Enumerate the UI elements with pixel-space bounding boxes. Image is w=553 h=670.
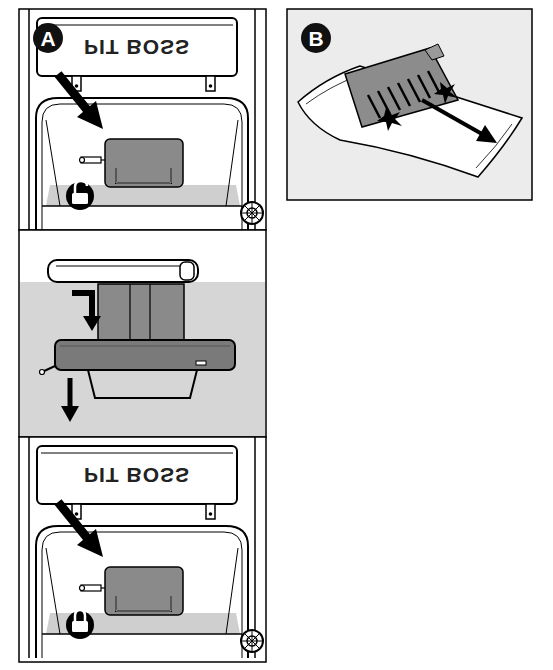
drawing-circle bbox=[40, 370, 45, 375]
drawing-line bbox=[418, 75, 430, 98]
drawing-line bbox=[408, 79, 420, 102]
drawing-use bbox=[29, 437, 263, 658]
drawing-rect bbox=[196, 361, 206, 365]
callout-letter: A bbox=[40, 28, 55, 49]
drawing-polygon bbox=[425, 44, 444, 60]
drawing-circle bbox=[66, 611, 94, 639]
drawing-path bbox=[72, 293, 92, 318]
drawing-rect bbox=[48, 260, 198, 282]
drawing-rect bbox=[180, 262, 194, 280]
drawing-rect bbox=[98, 284, 184, 344]
drawing-line bbox=[388, 87, 400, 110]
drawing-rect bbox=[19, 230, 266, 437]
drawing-rect bbox=[287, 9, 532, 200]
drawing-g bbox=[29, 437, 263, 658]
drawing-line bbox=[428, 71, 440, 94]
drawing-line bbox=[422, 100, 482, 134]
drawing-polygon bbox=[377, 108, 402, 131]
callout-circle: A bbox=[33, 23, 63, 53]
drawing-line bbox=[56, 266, 190, 267]
drawing-path bbox=[75, 610, 85, 622]
drawing-path bbox=[476, 124, 512, 168]
drawing-polygon bbox=[434, 82, 458, 104]
drawing-rect bbox=[19, 9, 266, 230]
drawing-circle bbox=[66, 182, 94, 210]
logo-text: PIT BOSS bbox=[84, 37, 190, 58]
callout-letter: B bbox=[308, 28, 323, 49]
drawing-polygon bbox=[83, 316, 101, 331]
drawing-rect bbox=[55, 340, 235, 370]
drawing-rect bbox=[19, 437, 266, 662]
drawing-path bbox=[298, 66, 522, 177]
drawing-line bbox=[149, 284, 150, 344]
drawing-line bbox=[398, 83, 410, 106]
drawing-path bbox=[88, 370, 197, 398]
drawing-polygon bbox=[345, 48, 458, 127]
callout-circle: B bbox=[301, 23, 331, 53]
logo-text: PIT BOSS bbox=[84, 465, 190, 486]
drawing-use bbox=[29, 9, 263, 230]
drawing-rect bbox=[72, 621, 88, 632]
drawing-line bbox=[68, 378, 73, 408]
drawing-path bbox=[75, 181, 87, 193]
drawing-line bbox=[60, 346, 230, 347]
drawing-polygon bbox=[476, 125, 497, 143]
drawing-rect bbox=[72, 193, 88, 204]
drawing-g bbox=[368, 71, 440, 118]
drawing-line bbox=[129, 284, 130, 344]
drawing-rect bbox=[20, 282, 265, 436]
drawing-line bbox=[378, 91, 390, 114]
drawing-line bbox=[368, 95, 380, 118]
drawing-polygon bbox=[61, 406, 79, 422]
